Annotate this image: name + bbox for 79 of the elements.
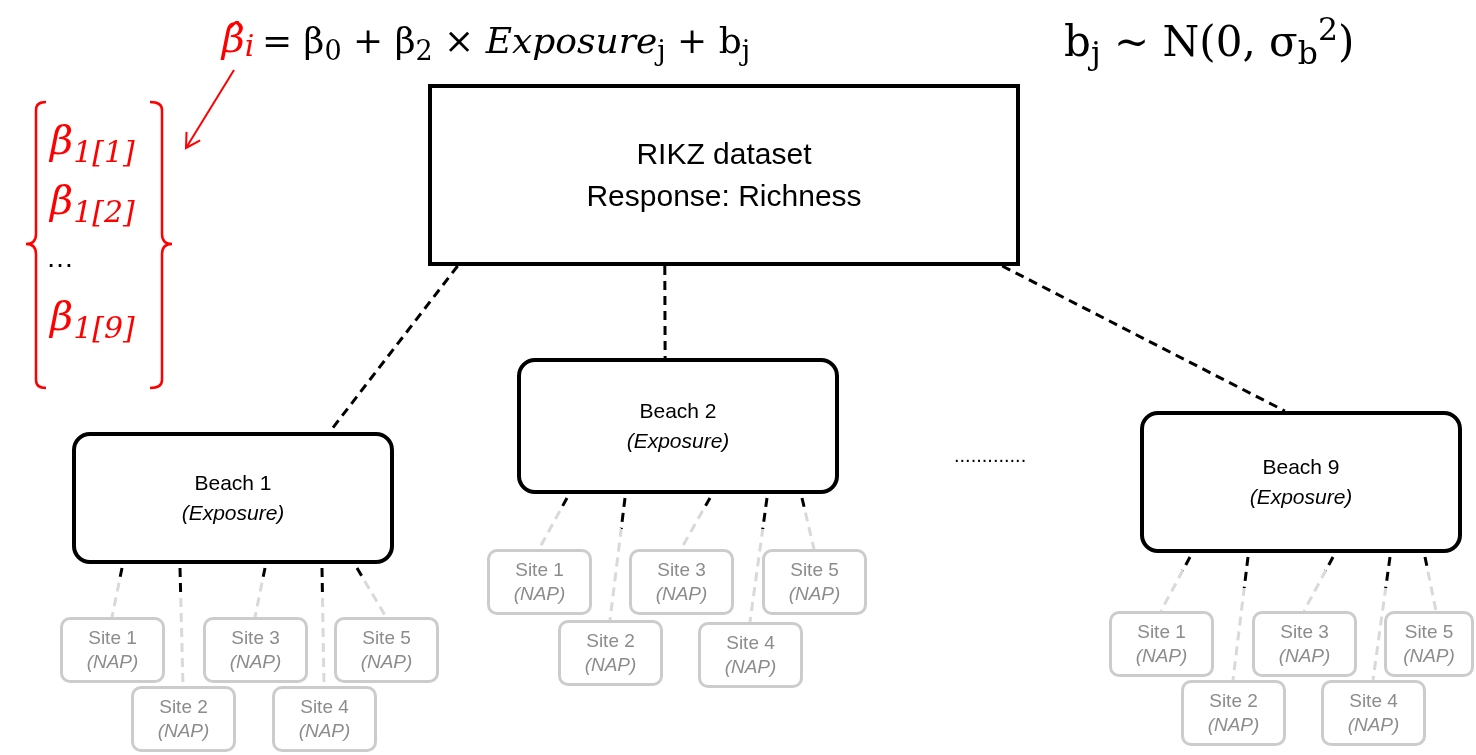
site-box xyxy=(1252,611,1357,677)
site-box xyxy=(698,622,803,688)
site-covariate: (NAP) xyxy=(86,650,139,674)
site-covariate: (NAP) xyxy=(584,653,637,677)
site-box xyxy=(487,549,592,615)
site-covariate: (NAP) xyxy=(788,582,841,606)
site-box xyxy=(1181,680,1286,746)
site-covariate: (NAP) xyxy=(1135,644,1188,668)
site-name: Site 5 xyxy=(1404,620,1454,644)
site-box xyxy=(1384,611,1474,677)
site-name: Site 4 xyxy=(300,695,349,719)
site-box xyxy=(131,686,236,752)
site-name: Site 5 xyxy=(362,626,411,650)
site-name: Site 5 xyxy=(790,558,839,582)
site-covariate: (NAP) xyxy=(1207,713,1260,737)
dashed-connector xyxy=(1001,264,1286,413)
vector-entry: β$_{1[1]}$ xyxy=(50,116,135,170)
site-covariate: (NAP) xyxy=(360,650,413,674)
dashed-connector xyxy=(1159,556,1192,612)
site-box xyxy=(1321,680,1426,746)
formula-text: = β$_{0}$ + β$_{2}$ × Exposure$_{j}$ + b$_{j}$ xyxy=(262,19,751,68)
site-box xyxy=(203,617,308,683)
site-name: Site 2 xyxy=(159,695,208,719)
beach-box xyxy=(517,358,839,494)
site-covariate: (NAP) xyxy=(157,719,210,743)
formula-text: b$_{j}$ ~ N(0, σ$_{b}$$^{2}$) xyxy=(1064,10,1355,73)
site-covariate: (NAP) xyxy=(655,582,708,606)
dashed-connector xyxy=(355,567,388,618)
site-covariate: (NAP) xyxy=(513,582,566,606)
dashed-connector xyxy=(663,266,667,358)
site-name: Site 2 xyxy=(586,629,635,653)
beach-box xyxy=(72,432,394,564)
dashed-connector xyxy=(748,497,769,623)
site-name: Site 3 xyxy=(231,626,280,650)
site-name: Site 3 xyxy=(1280,620,1329,644)
beach-covariate: (Exposure) xyxy=(1249,484,1353,510)
beach-name: Beach 2 xyxy=(639,398,717,424)
site-box xyxy=(629,549,734,615)
dashed-connector xyxy=(1302,556,1335,612)
beach-name: Beach 1 xyxy=(194,470,272,496)
dataset-text: RIKZ dataset xyxy=(636,136,812,172)
vector-entry: … xyxy=(46,241,75,275)
site-name: Site 1 xyxy=(515,558,564,582)
dataset-text: Response: Richness xyxy=(586,178,862,214)
site-box xyxy=(60,617,165,683)
vector-entry: β$_{1[9]}$ xyxy=(50,292,135,346)
site-name: Site 4 xyxy=(1349,689,1398,713)
dashed-connector xyxy=(608,497,627,621)
site-name: Site 3 xyxy=(657,558,706,582)
ellipsis-text: ............. xyxy=(954,443,1027,468)
beach-name: Beach 9 xyxy=(1262,454,1340,480)
site-box xyxy=(762,549,867,615)
dashed-connector xyxy=(1423,556,1438,612)
beach-covariate: (Exposure) xyxy=(181,500,285,526)
hat-beta-term: β̂$_{i}$ xyxy=(214,8,262,68)
beach-covariate: (Exposure) xyxy=(626,428,730,454)
dashed-connector xyxy=(253,567,267,618)
leader-arrow xyxy=(185,69,235,149)
site-name: Site 1 xyxy=(1137,620,1186,644)
dashed-connector xyxy=(1231,556,1250,681)
site-covariate: (NAP) xyxy=(1347,713,1400,737)
vector-entry: β$_{1[2]}$ xyxy=(50,176,135,230)
site-box xyxy=(334,617,439,683)
beach-box xyxy=(1140,411,1462,553)
site-covariate: (NAP) xyxy=(1403,644,1455,668)
site-name: Site 2 xyxy=(1209,689,1258,713)
site-name: Site 4 xyxy=(726,631,775,655)
site-box xyxy=(1109,611,1214,677)
site-covariate: (NAP) xyxy=(724,655,777,679)
site-box xyxy=(558,620,663,686)
site-covariate: (NAP) xyxy=(298,719,351,743)
site-name: Site 1 xyxy=(88,626,137,650)
site-box xyxy=(272,686,377,752)
dataset-box xyxy=(428,84,1020,266)
dashed-connector xyxy=(800,497,816,550)
site-covariate: (NAP) xyxy=(229,650,282,674)
dashed-connector xyxy=(110,567,124,618)
dashed-connector xyxy=(1371,556,1392,681)
site-covariate: (NAP) xyxy=(1278,644,1331,668)
